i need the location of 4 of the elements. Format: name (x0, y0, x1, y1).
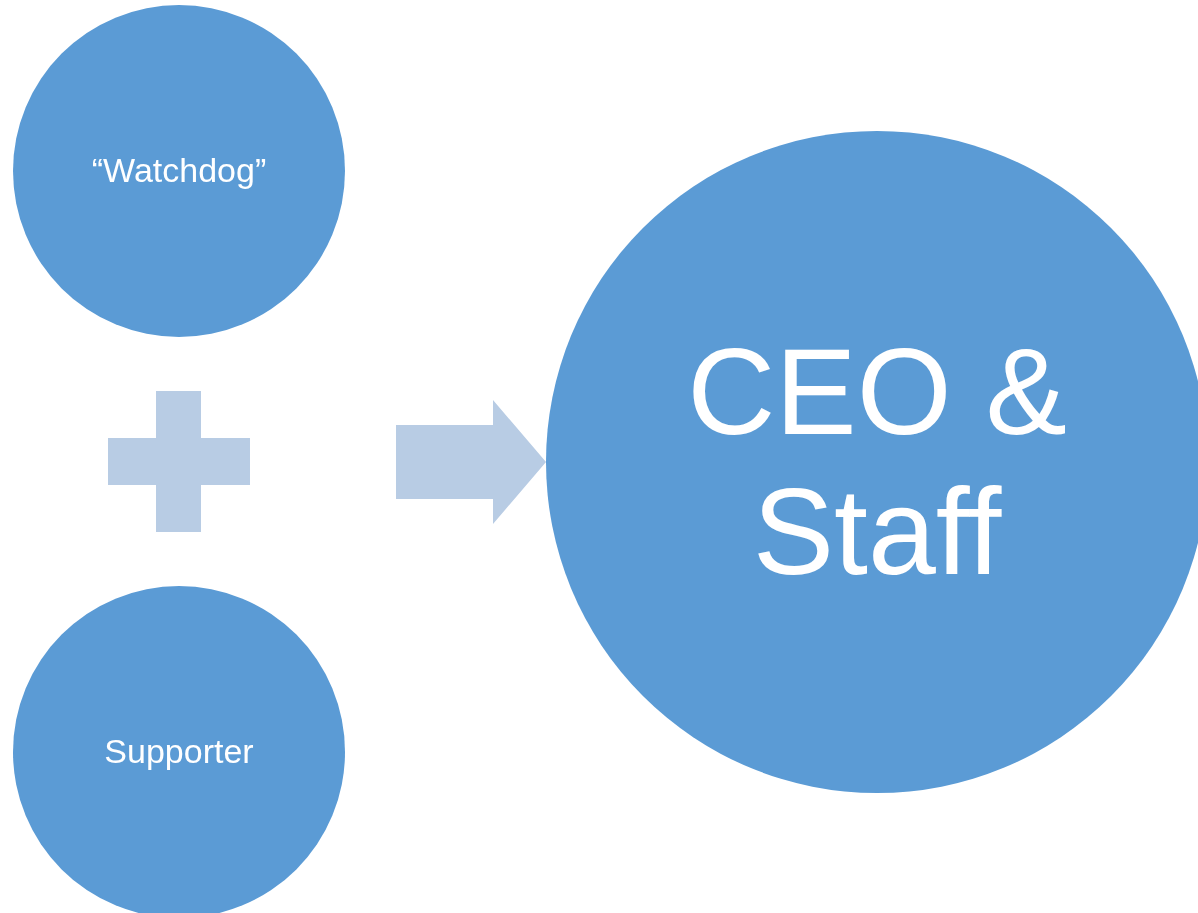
node-label: Supporter (104, 732, 254, 772)
block-arrow (396, 400, 546, 524)
node-label: CEO & Staff (686, 322, 1068, 602)
node-label: “Watchdog” (91, 151, 267, 191)
